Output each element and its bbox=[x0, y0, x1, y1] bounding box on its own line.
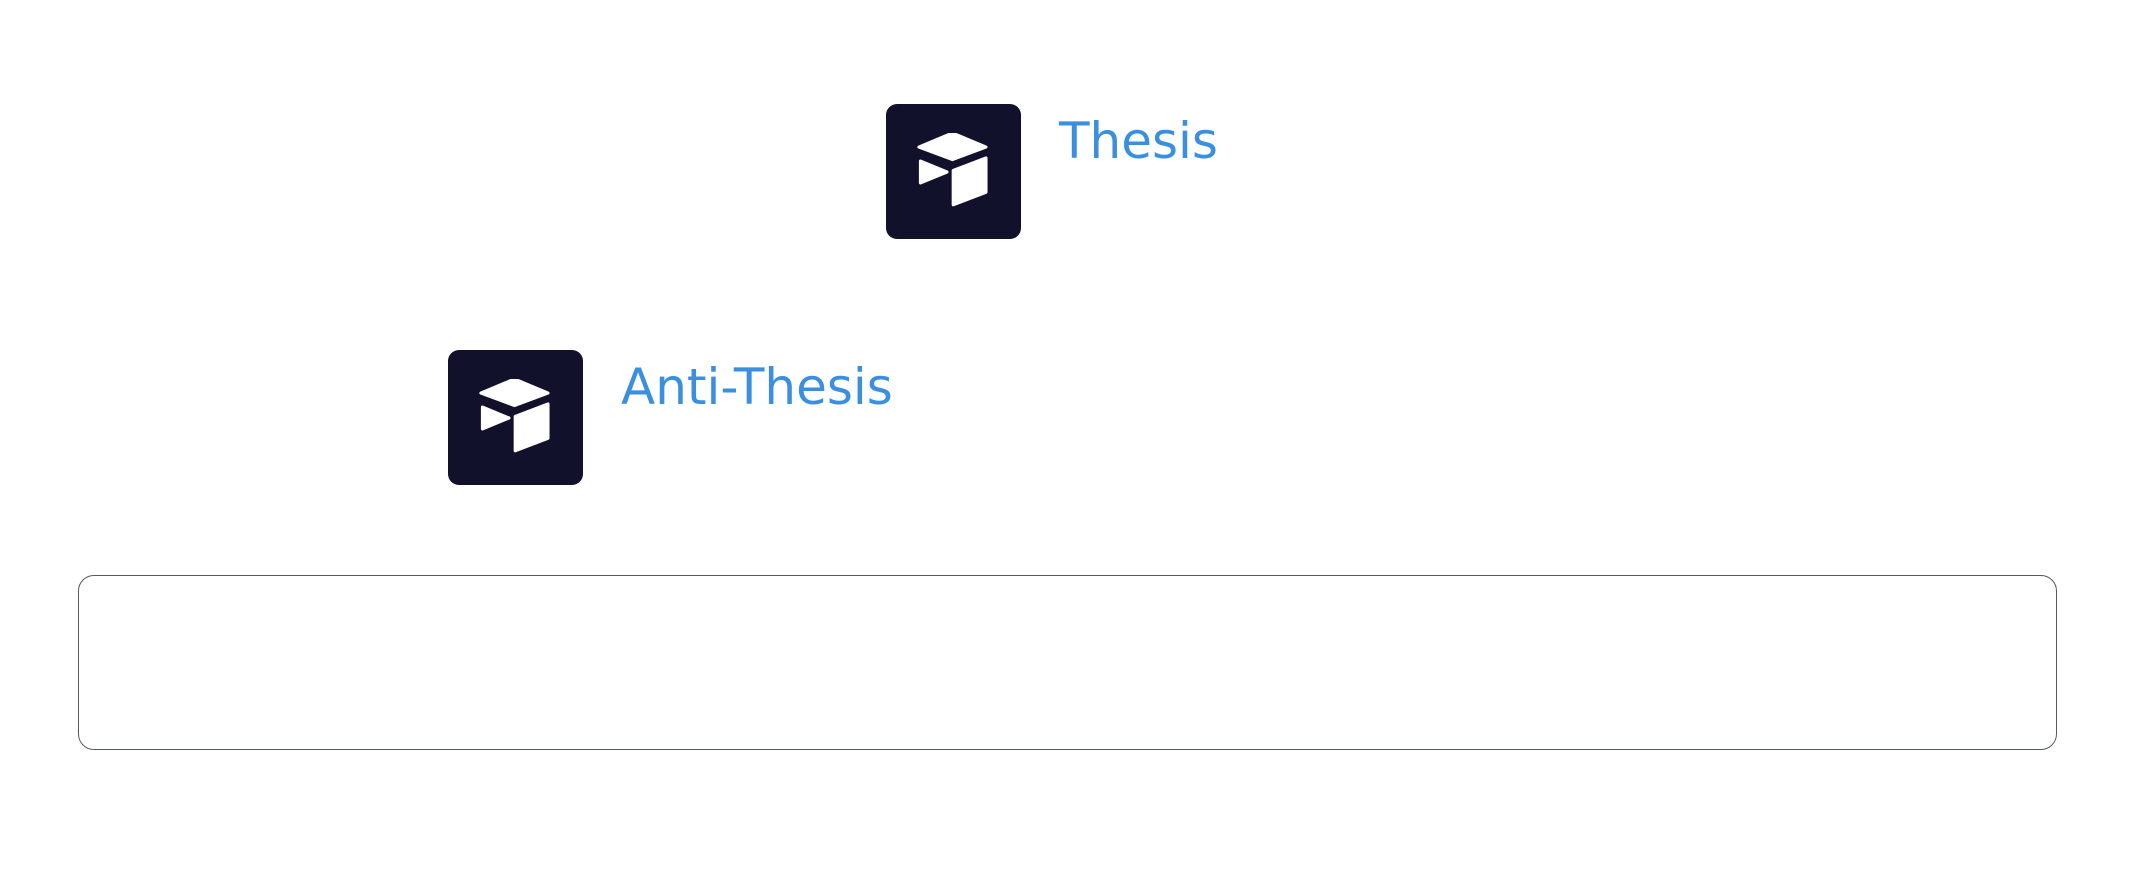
anti-thesis-label[interactable]: Anti-Thesis bbox=[621, 358, 893, 416]
thesis-label[interactable]: Thesis bbox=[1059, 112, 1218, 170]
box-app-icon[interactable] bbox=[886, 104, 1021, 239]
text-panel[interactable] bbox=[78, 575, 2057, 750]
box-icon bbox=[478, 378, 550, 452]
thesis-link[interactable]: Thesis bbox=[886, 104, 1218, 239]
box-app-icon[interactable] bbox=[448, 350, 583, 485]
anti-thesis-link[interactable]: Anti-Thesis bbox=[448, 350, 893, 485]
box-icon bbox=[916, 132, 988, 206]
